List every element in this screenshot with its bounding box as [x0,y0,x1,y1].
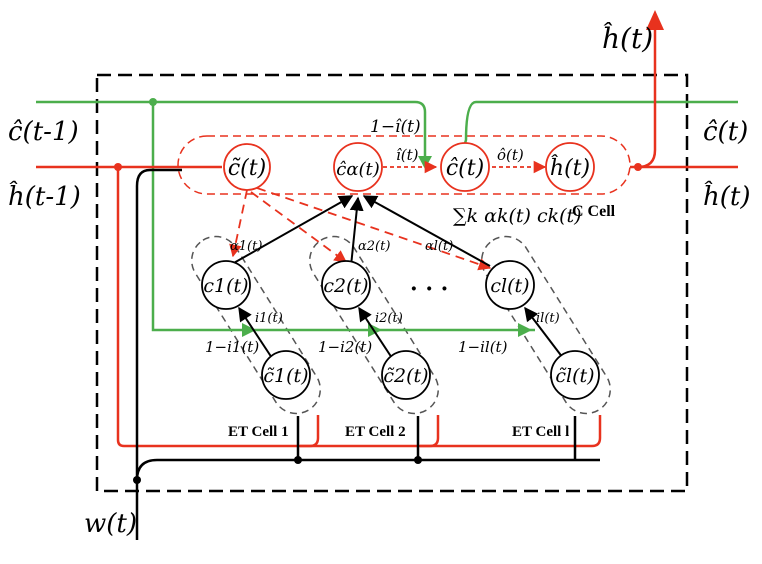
label-h-out-right: ĥ(t) [703,180,750,212]
et-internal-arrows [238,306,564,359]
node-cl-tilde-label: c̃l(t) [555,365,594,387]
label-one-minus-i-hat: 1−î(t) [370,117,421,137]
c-cell-label: C Cell [572,203,616,220]
label-c-out: ĉ(t) [703,117,748,147]
node-c2-tilde-label: c̃2(t) [383,365,428,387]
node-c2-tilde [381,350,431,400]
node-cl [485,260,535,310]
et-cell-l-boundary [480,235,612,415]
candidate-to-et-arrows [229,187,492,271]
one-minus-i-2-label: 1−i2(t) [318,338,372,356]
label-o-hat: ô(t) [497,146,524,164]
node-c1-tilde [261,350,311,400]
attention-arrows [231,195,491,267]
one-minus-i-1-label: 1−i1(t) [205,338,259,356]
node-h-hat-label: ĥ(t) [550,154,590,181]
node-cl-tilde [550,350,600,400]
red-junction-right [634,163,642,171]
node-c-hat [440,142,490,192]
node-c-alpha-label: ĉα(t) [336,159,380,180]
node-c2-label: c2(t) [323,275,368,297]
i-1-label: i1(t) [255,311,283,326]
i-l-label: il(t) [536,311,560,326]
node-c-alpha [333,142,383,192]
c-cell-boundary [177,135,631,195]
green-cell-state-path [36,100,738,332]
green-junction [149,98,157,106]
alpha-1-label: α1(t) [230,239,262,254]
label-h-out-top: ĥ(t) [602,22,653,55]
node-c1-tilde-label: c̃1(t) [263,365,308,387]
node-c-hat-label: ĉ(t) [446,156,484,181]
label-w-input: w(t) [84,509,137,539]
black-junction-3 [414,456,422,464]
label-c-prev: ĉ(t-1) [8,117,79,147]
et-cell-l-label: ET Cell l [512,424,569,440]
i-2-label: i2(t) [375,311,403,326]
one-minus-i-l-label: 1−il(t) [458,338,508,356]
ellipsis: · · · [410,276,448,302]
node-c1 [201,260,251,310]
outer-cell-boundary [95,73,689,493]
node-c-tilde [223,143,271,191]
red-junction-left [114,163,122,171]
node-c2 [321,260,371,310]
node-cl-label: cl(t) [490,275,529,297]
et-cell-1-label: ET Cell 1 [228,424,289,440]
h-output-arrowhead [646,10,664,30]
et-cell-2-label: ET Cell 2 [345,424,406,440]
alpha-2-label: α2(t) [358,239,390,254]
red-hidden-state-path [36,28,738,448]
node-h-hat [545,142,595,192]
label-h-prev: ĥ(t-1) [8,180,81,212]
alpha-l-label: αl(t) [425,239,453,254]
node-c1-label: c1(t) [203,275,248,297]
black-junction-2 [294,456,302,464]
black-junction-1 [133,476,141,484]
label-i-hat: î(t) [396,146,419,164]
node-c-tilde-label: c̃(t) [228,156,266,181]
sum-formula: ∑k αk(t) ck(t) [453,205,582,227]
et-cell-2-boundary [308,235,440,415]
